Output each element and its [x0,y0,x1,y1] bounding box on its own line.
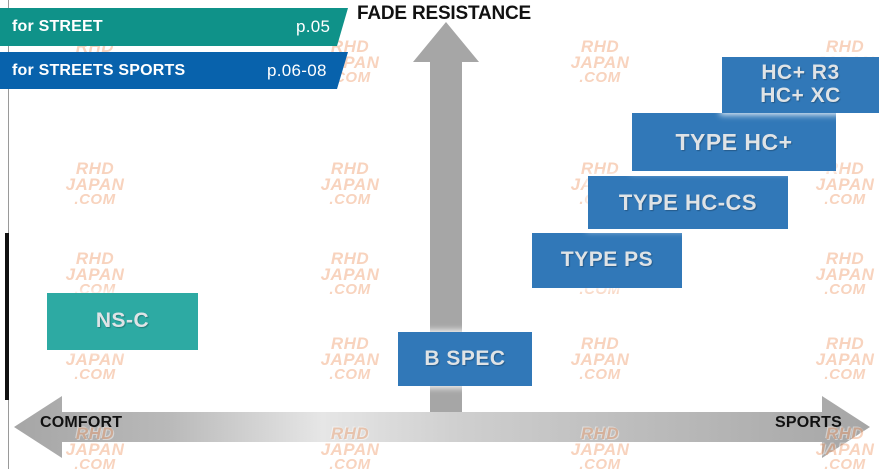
watermark-line-3: .COM [329,191,371,208]
watermark-line-1: RHD [330,334,370,353]
left-axis-line [5,233,9,400]
watermark-line-1: RHD [75,159,115,178]
product-label-type-ps: TYPE PS [560,248,654,272]
legend-streets-sports-pages: p.06-08 [267,61,327,80]
axis-label-comfort: COMFORT [40,414,123,431]
watermark-line-2: JAPAN [570,53,630,72]
legend-banner-street[interactable]: for STREET p.05 [0,8,348,46]
product-label-hc-plus-xc: HC+ XC [760,84,841,107]
watermark-line-2: JAPAN [815,265,875,284]
watermark-line-2: JAPAN [320,350,380,369]
product-box-type-ps[interactable]: TYPE PS [532,233,682,288]
watermark-line-3: .COM [329,456,371,469]
product-box-hc-plus-r3-xc[interactable]: HC+ R3 HC+ XC [722,57,879,113]
watermark-line-1: RHD [825,37,865,56]
product-label-type-hc-cs: TYPE HC-CS [618,189,758,215]
legend-banner-streets-sports[interactable]: for STREETS SPORTS p.06-08 [0,52,348,89]
product-label-type-hc-plus: TYPE HC+ [675,128,793,155]
watermark-line-3: .COM [74,456,116,469]
product-box-type-hc-plus[interactable]: TYPE HC+ [632,113,836,171]
comfort-sports-arrow [14,396,870,458]
watermark-line-3: .COM [824,281,866,298]
product-box-ns-c[interactable]: NS-C [47,293,198,350]
product-box-b-spec[interactable]: B SPEC [398,332,532,386]
chart-title-fade-resistance: FADE RESISTANCE [357,3,532,24]
watermark-line-2: JAPAN [65,265,125,284]
watermark-line-3: .COM [579,456,621,469]
legend-street-pages: p.05 [296,17,331,36]
watermark-line-1: RHD [580,334,620,353]
legend-streets-sports-title: for STREETS SPORTS [12,61,186,79]
watermark-line-3: .COM [579,366,621,383]
watermark-line-2: JAPAN [815,175,875,194]
product-label-b-spec: B SPEC [424,346,506,370]
watermark-line-3: .COM [824,366,866,383]
watermark-line-1: RHD [330,159,370,178]
watermark-line-1: RHD [825,334,865,353]
watermark-line-1: RHD [75,249,115,268]
watermark-line-2: JAPAN [570,350,630,369]
watermark-line-2: JAPAN [815,350,875,369]
axis-label-sports: SPORTS [775,414,842,431]
watermark-line-3: .COM [74,191,116,208]
watermark-line-2: JAPAN [320,265,380,284]
watermark-line-1: RHD [580,37,620,56]
watermark-line-1: RHD [825,249,865,268]
fade-resistance-arrow [413,22,479,422]
watermark-line-3: .COM [824,191,866,208]
legend-street-title: for STREET [12,18,103,35]
watermark-line-3: .COM [824,456,866,469]
product-box-type-hc-cs[interactable]: TYPE HC-CS [588,176,788,229]
watermark-line-2: JAPAN [65,350,125,369]
watermark-line-1: RHD [330,249,370,268]
watermark-line-3: .COM [329,281,371,298]
product-label-ns-c: NS-C [95,309,150,333]
watermark-line-3: .COM [329,366,371,383]
product-label-hc-plus-r3: HC+ R3 [761,61,840,85]
watermark-line-2: JAPAN [65,175,125,194]
watermark-line-2: JAPAN [320,175,380,194]
watermark-line-3: .COM [579,69,621,86]
watermark-line-3: .COM [74,366,116,383]
